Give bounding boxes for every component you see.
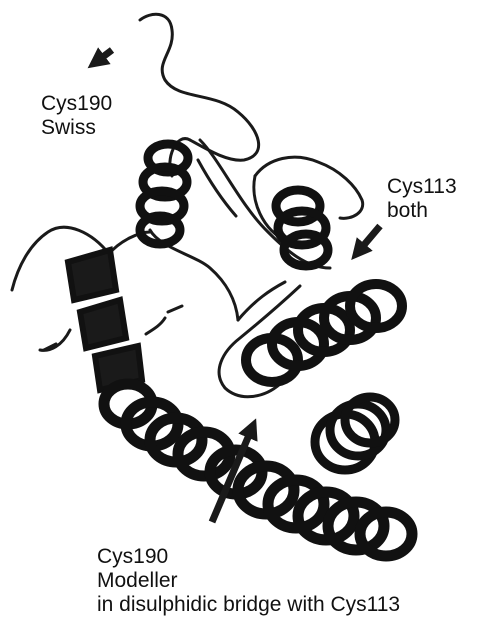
helix-right [315,397,395,470]
helix-upper-left [140,144,188,244]
helix-center-right [246,284,402,382]
helix-upper-center [276,190,328,266]
helix-left [68,250,142,390]
label-cys113-both: Cys113 both [387,175,457,223]
label-cys190-swiss-line1: Cys190 [41,92,112,116]
arrow-cys190-swiss [96,50,112,62]
label-cys190-swiss-line2: Swiss [41,116,112,140]
label-cys190-modeller-line3: in disulphidic bridge with Cys113 [97,593,400,617]
label-cys190-modeller: Cys190 Modeller in disulphidic bridge wi… [97,545,400,617]
arrow-cys113 [358,226,380,252]
label-cys190-modeller-line2: Modeller [97,569,400,593]
helix-bottom-long [104,384,412,556]
label-cys190-modeller-line1: Cys190 [97,545,400,569]
label-cys190-swiss: Cys190 Swiss [41,92,112,140]
label-cys113-both-line2: both [387,199,457,223]
label-cys113-both-line1: Cys113 [387,175,457,199]
